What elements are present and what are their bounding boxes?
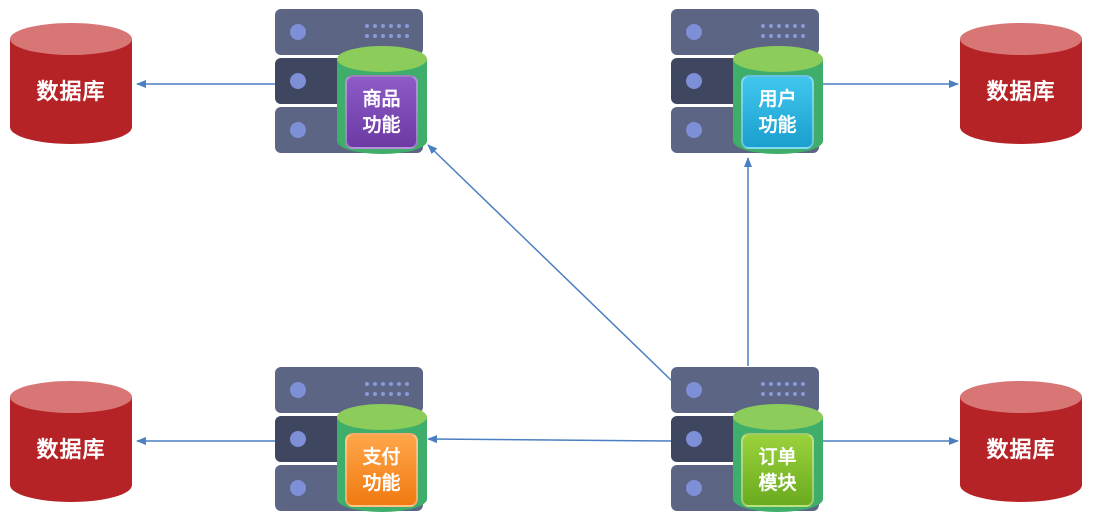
server-user: 用户 功能 [671,9,831,157]
service-label-line1: 用户 [758,88,797,110]
service-label-line2: 模块 [758,472,797,494]
database-top-left: 数据库 [10,22,132,144]
service-label-line1: 订单 [758,446,797,468]
database-label: 数据库 [36,438,106,463]
database-label: 数据库 [36,80,106,105]
database-top-right: 数据库 [960,22,1082,144]
service-label-line2: 功能 [362,472,401,494]
database-label: 数据库 [986,438,1056,463]
service-badge: 订单 模块 [741,433,814,507]
server-order: 订单 模块 [671,367,831,515]
database-bottom-left: 数据库 [10,380,132,502]
service-label-line1: 支付 [362,446,401,468]
service-badge: 支付 功能 [345,433,418,507]
database-cylinder-icon [960,381,1082,502]
arrow-order-to-payment [427,435,673,444]
service-badge: 用户 功能 [741,75,814,149]
server-product: 商品 功能 [275,9,435,157]
database-cylinder-icon [10,381,132,502]
database-cylinder-icon [960,23,1082,144]
service-badge: 商品 功能 [345,75,418,149]
service-label-line2: 功能 [362,114,401,136]
service-label-line2: 功能 [758,114,797,136]
arrow-order-to-product [427,144,673,382]
server-payment: 支付 功能 [275,367,435,515]
database-cylinder-icon [10,23,132,144]
service-label-line1: 商品 [362,88,401,110]
database-label: 数据库 [986,80,1056,105]
database-bottom-right: 数据库 [960,380,1082,502]
